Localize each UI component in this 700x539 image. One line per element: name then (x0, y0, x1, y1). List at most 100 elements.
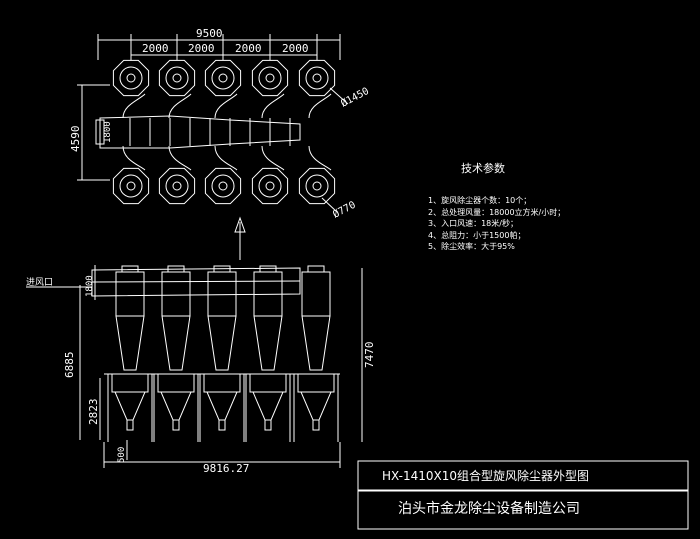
cyclone-inner-circle (305, 174, 329, 198)
cyclone-body (115, 271, 145, 317)
title-block-frame (357, 460, 689, 530)
plan-view (77, 34, 349, 213)
cyclone-outer-octagon (112, 59, 150, 97)
cyclone-center-circle (312, 181, 322, 191)
cyclone-outer-octagon (298, 59, 336, 97)
cyclone-outlet-pipe (121, 265, 139, 273)
cyclone-outer-octagon (158, 59, 196, 97)
plan-branch-bottom (308, 145, 332, 171)
plan-spacing-4: 2000 (282, 42, 309, 55)
plan-leader (329, 87, 349, 105)
cyclone-outer-octagon (204, 167, 242, 205)
cyclone-inner-circle (119, 174, 143, 198)
cyclone-cone (253, 315, 283, 371)
cyclone-center-circle (172, 73, 182, 83)
dust-valve (126, 419, 134, 431)
plan-branch-top (214, 93, 238, 119)
dust-hopper-frame (297, 373, 335, 393)
cyclone-center-circle (312, 73, 322, 83)
cyclone-outlet-pipe (307, 265, 325, 273)
elev-overall-width: 9816.27 (203, 462, 249, 475)
cyclone-inner-circle (119, 66, 143, 90)
dust-hopper-frame (249, 373, 287, 393)
plan-spacing-1: 2000 (142, 42, 169, 55)
plan-overall-width: 9500 (196, 27, 223, 40)
plan-depth: 4590 (69, 126, 82, 153)
dust-valve (172, 419, 180, 431)
cyclone-outlet-pipe (259, 265, 277, 273)
cyclone-outer-octagon (158, 167, 196, 205)
cyclone-outlet-pipe (213, 265, 231, 273)
elev-outlet-height: 500 (117, 447, 127, 463)
cyclone-inner-circle (258, 66, 282, 90)
cyclone-inner-circle (211, 66, 235, 90)
plan-outer-diameter: Ø1450 (339, 85, 371, 110)
dust-hopper-cone (160, 391, 192, 421)
elev-manifold-seam (91, 280, 301, 283)
cyclone-body (161, 271, 191, 317)
cyclone-center-circle (172, 181, 182, 191)
cyclone-cone (207, 315, 237, 371)
cyclone-center-circle (126, 73, 136, 83)
cyclone-inner-circle (305, 66, 329, 90)
cyclone-body (207, 271, 237, 317)
plan-inner-diameter: Ø770 (331, 199, 358, 221)
cyclone-outer-octagon (251, 59, 289, 97)
plan-branch-top (168, 93, 192, 119)
cyclone-cone (115, 315, 145, 371)
specs-title: 技术参数 (461, 162, 505, 175)
plan-branch-top (308, 93, 332, 119)
cyclone-outlet-pipe (167, 265, 185, 273)
plan-spacing-2: 2000 (188, 42, 215, 55)
cyclone-center-circle (218, 73, 228, 83)
cyclone-center-circle (265, 73, 275, 83)
dust-valve (312, 419, 320, 431)
inlet-label: 进风口 (26, 277, 53, 288)
cyclone-inner-circle (258, 174, 282, 198)
spec-item: 3、入口风速：18米/秒； (428, 219, 518, 228)
plan-branch-top (122, 93, 146, 119)
cyclone-center-circle (218, 181, 228, 191)
spec-item: 4、总阻力：小于1500帕； (428, 230, 526, 240)
cyclone-cone (161, 315, 191, 371)
elev-hopper-height: 2823 (87, 399, 100, 426)
title-block: HX-1410X10组合型旋风除尘器外型图 泊头市金龙除尘设备制造公司 (358, 461, 688, 529)
dust-valve (264, 419, 272, 431)
plan-branch-top (261, 93, 285, 119)
dust-valve (218, 419, 226, 431)
up-arrow (234, 216, 246, 260)
specs-list: 1、旋风除尘器个数：10个； 2、总处理风量：18000立方米/小时； 3、入口… (428, 195, 565, 253)
cyclone-center-circle (265, 181, 275, 191)
company-name: 泊头市金龙除尘设备制造公司 (398, 501, 580, 517)
cyclone-inner-circle (165, 174, 189, 198)
dust-hopper-frame (203, 373, 241, 393)
plan-branch-bottom (122, 145, 146, 171)
elev-inlet-height: 1800 (85, 275, 95, 297)
plan-branch-bottom (261, 145, 285, 171)
cyclone-cone (301, 315, 331, 371)
cyclone-outer-octagon (251, 167, 289, 205)
plan-leader (321, 197, 338, 213)
cyclone-outer-octagon (204, 59, 242, 97)
spec-item: 1、旋风除尘器个数：10个； (428, 196, 532, 205)
spec-item: 5、除尘效率：大于95% (428, 242, 515, 251)
cyclone-outer-octagon (298, 167, 336, 205)
plan-branch-bottom (168, 145, 192, 171)
elev-support-height: 6885 (63, 352, 76, 379)
dust-hopper-cone (252, 391, 284, 421)
cyclone-center-circle (126, 181, 136, 191)
plan-branch-bottom (214, 145, 238, 171)
cyclone-body (301, 271, 331, 317)
dust-hopper-cone (206, 391, 238, 421)
dust-hopper-cone (300, 391, 332, 421)
plan-inlet-size: 1800 (103, 121, 113, 143)
dust-hopper-cone (114, 391, 146, 421)
elev-total-height: 7470 (363, 342, 376, 369)
drawing-title: HX-1410X10组合型旋风除尘器外型图 (382, 469, 590, 483)
cyclone-inner-circle (165, 66, 189, 90)
cyclone-outer-octagon (112, 167, 150, 205)
dust-hopper-frame (111, 373, 149, 393)
spec-item: 2、总处理风量：18000立方米/小时； (428, 207, 566, 217)
plan-inlet-flange (95, 119, 105, 145)
